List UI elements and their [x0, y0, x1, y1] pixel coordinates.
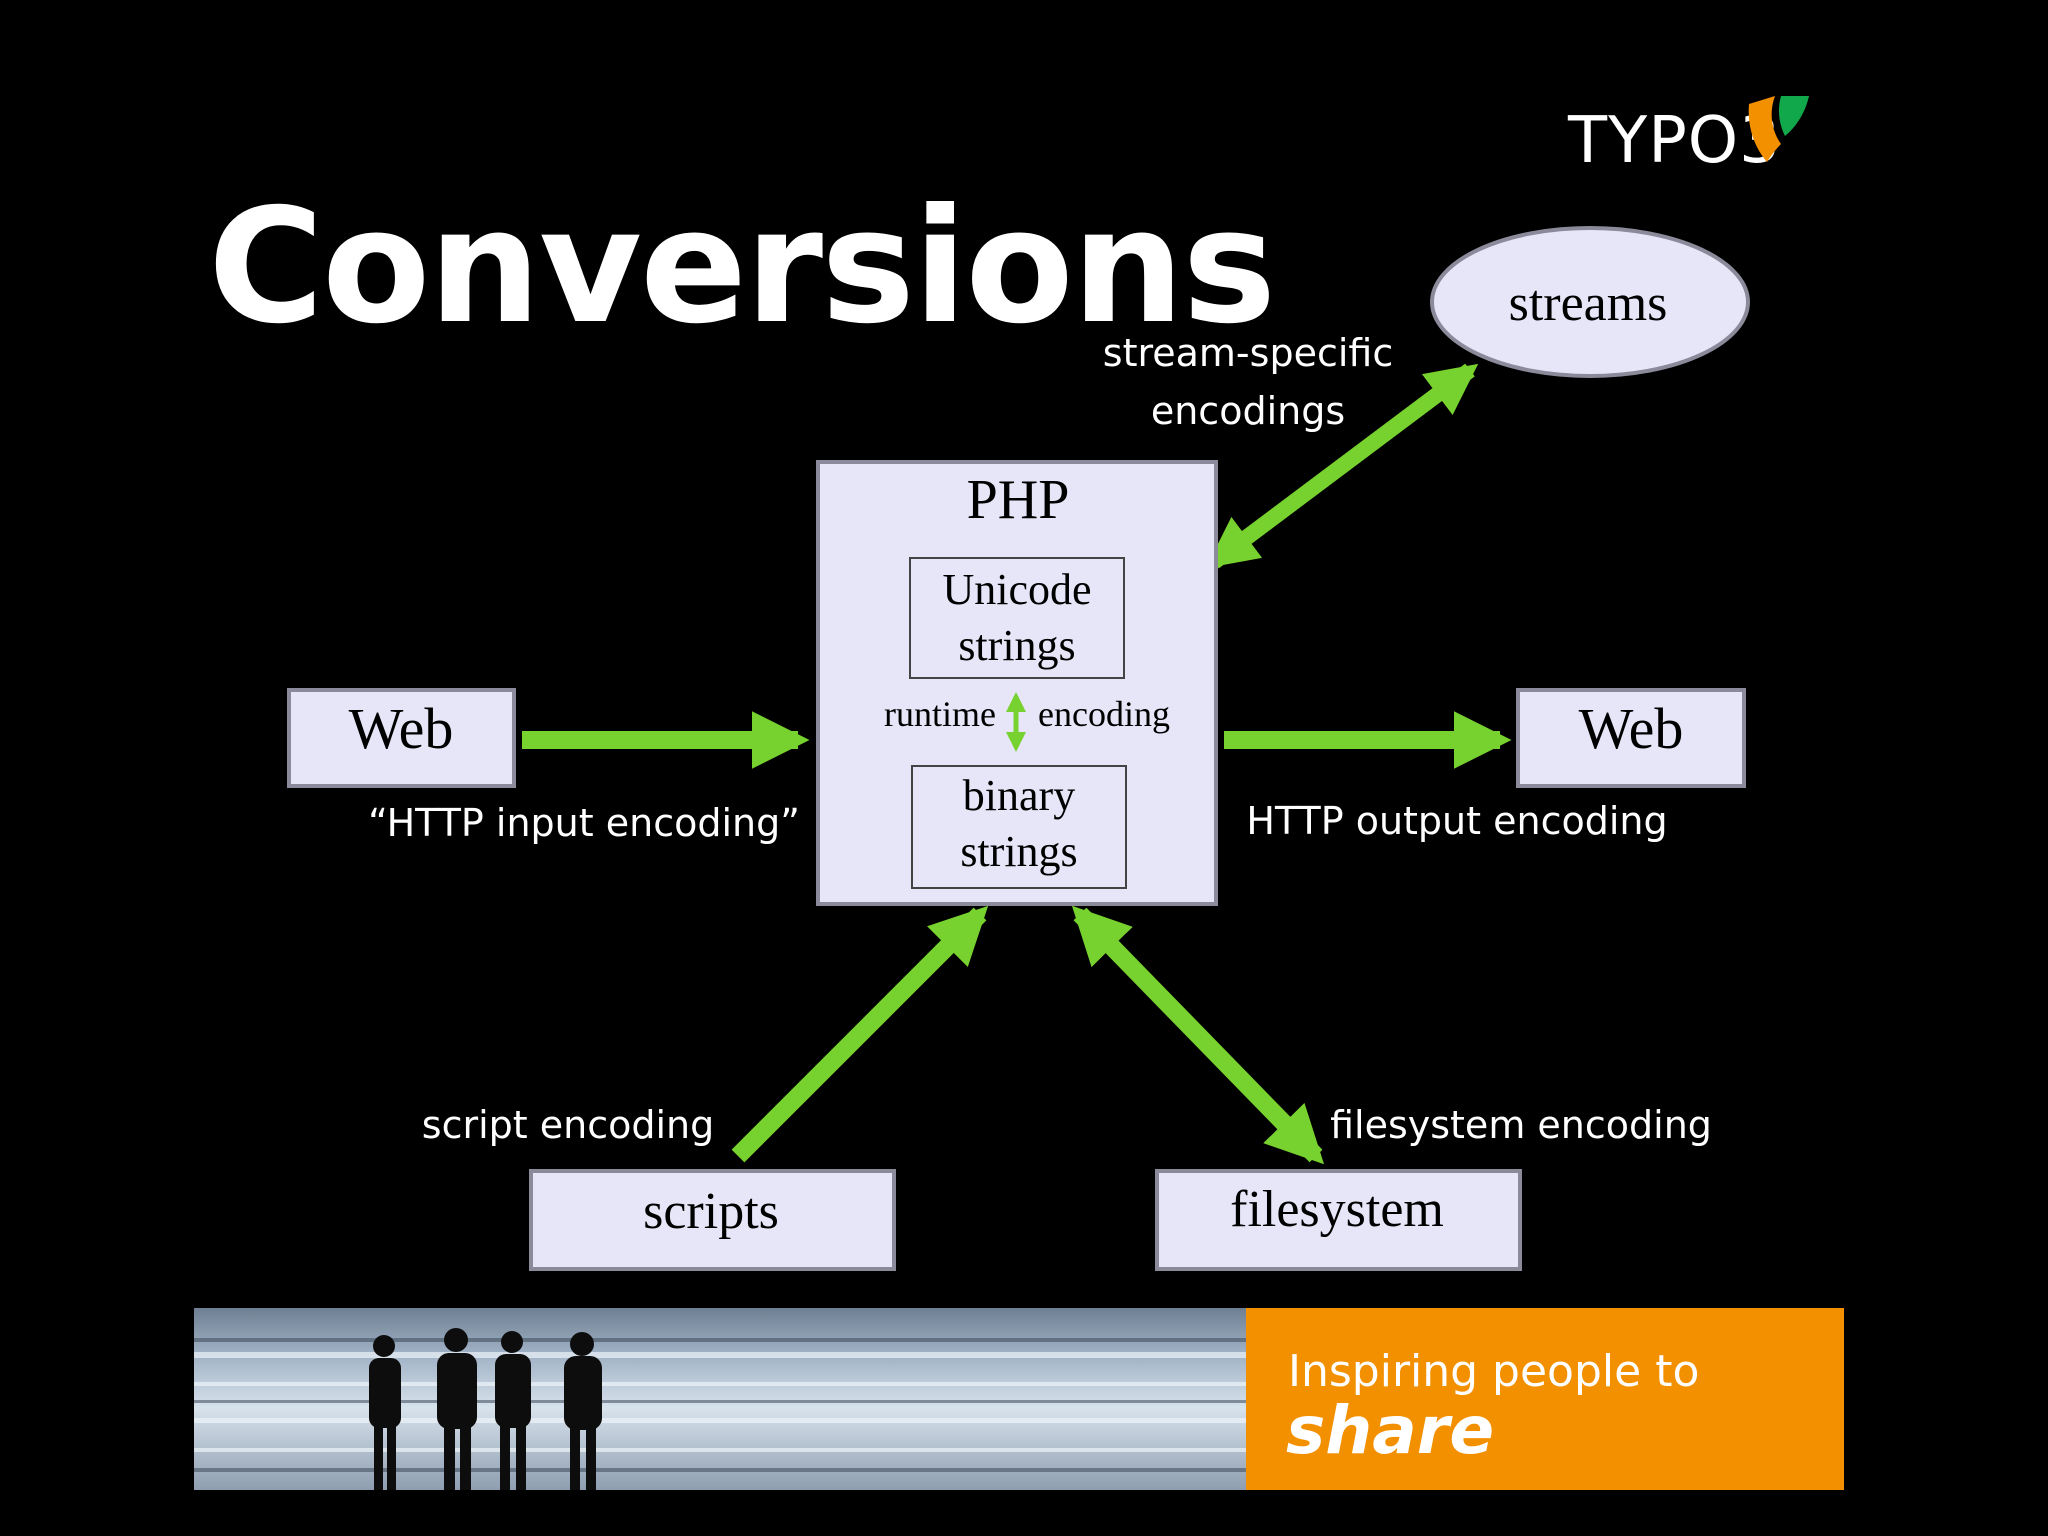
typo3-logo: TYPO3	[1560, 92, 1820, 182]
arrow-php-filesystem	[1071, 905, 1325, 1165]
tagline-panel: Inspiring people to share	[1246, 1308, 1844, 1490]
web-in-label: Web	[349, 696, 454, 761]
script-encoding-label: script encoding	[422, 1103, 714, 1147]
http-input-label: “HTTP input encoding”	[368, 801, 800, 845]
typo3-logo-icon	[1748, 96, 1809, 162]
streams-label: streams	[1509, 275, 1668, 332]
slide-title: Conversions	[208, 175, 1276, 359]
tagline-line2: share	[1286, 1392, 1495, 1469]
binary-line1: binary	[963, 771, 1075, 820]
conversion-diagram: streams PHP Unicode strings runtime enco…	[287, 226, 1750, 1271]
scripts-node: scripts	[529, 1169, 896, 1271]
http-output-label: HTTP output encoding	[1246, 799, 1667, 843]
unicode-line1: Unicode	[942, 565, 1091, 614]
logo-text: TYPO3	[1568, 104, 1781, 178]
web-out-node: Web	[1516, 688, 1746, 788]
stream-encodings-label-2: encodings	[1151, 389, 1345, 433]
scripts-label: scripts	[643, 1183, 779, 1240]
filesystem-label: filesystem	[1230, 1181, 1444, 1238]
unicode-line2: strings	[958, 621, 1075, 670]
runtime-encoding-label: encoding	[1038, 694, 1170, 734]
tagline-line1: Inspiring people to	[1288, 1346, 1700, 1397]
web-out-label: Web	[1579, 696, 1684, 761]
filesystem-encoding-label: filesystem encoding	[1330, 1103, 1712, 1147]
web-in-node: Web	[287, 688, 516, 788]
streams-node: streams	[1430, 226, 1750, 378]
footer-banner: Inspiring people to share	[194, 1308, 1844, 1490]
binary-line2: strings	[960, 827, 1077, 876]
stream-encodings-label-1: stream-specific	[1103, 331, 1393, 375]
beach-photo	[194, 1308, 1246, 1490]
filesystem-node: filesystem	[1155, 1169, 1522, 1271]
arrow-scripts-php	[731, 905, 989, 1163]
runtime-label: runtime	[884, 694, 996, 734]
arrow-streams-php	[1205, 363, 1479, 569]
php-box: PHP Unicode strings runtime encoding bin…	[816, 460, 1218, 906]
php-title: PHP	[967, 469, 1070, 531]
people-silhouettes	[369, 1328, 602, 1490]
